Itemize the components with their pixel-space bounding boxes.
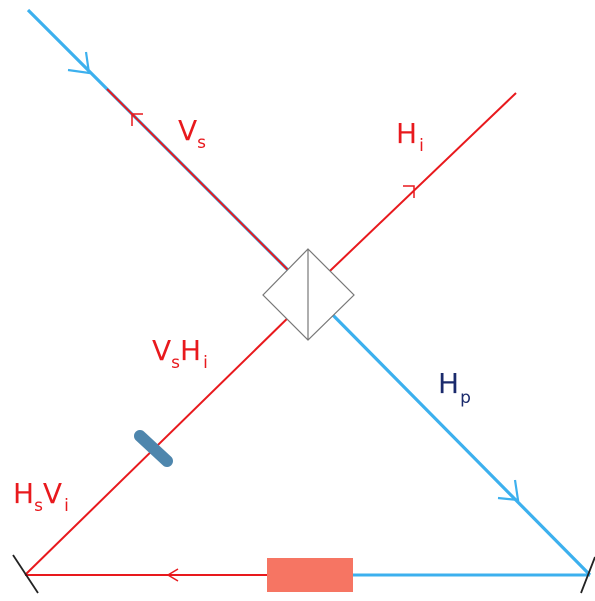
wave-plate [134, 430, 173, 467]
pump-input-arrow [67, 51, 91, 75]
pump-right-arm-beam [316, 298, 592, 577]
vs-output-beam [106, 88, 301, 283]
pump-right-arm-arrow [497, 479, 520, 502]
nonlinear-crystal [267, 558, 353, 592]
hi-output-beam [309, 92, 517, 291]
polarizing-beam-splitter [262, 248, 355, 341]
hi-output-arrow [403, 185, 415, 198]
label-hp: Hp [438, 367, 471, 408]
vs-output-arrow [131, 113, 143, 126]
signal-bottom-arrow [166, 568, 179, 582]
left-arm-beam [24, 309, 297, 576]
label-vs: Vs [178, 114, 206, 153]
right-mirror [580, 556, 595, 594]
left-mirror [12, 554, 39, 594]
